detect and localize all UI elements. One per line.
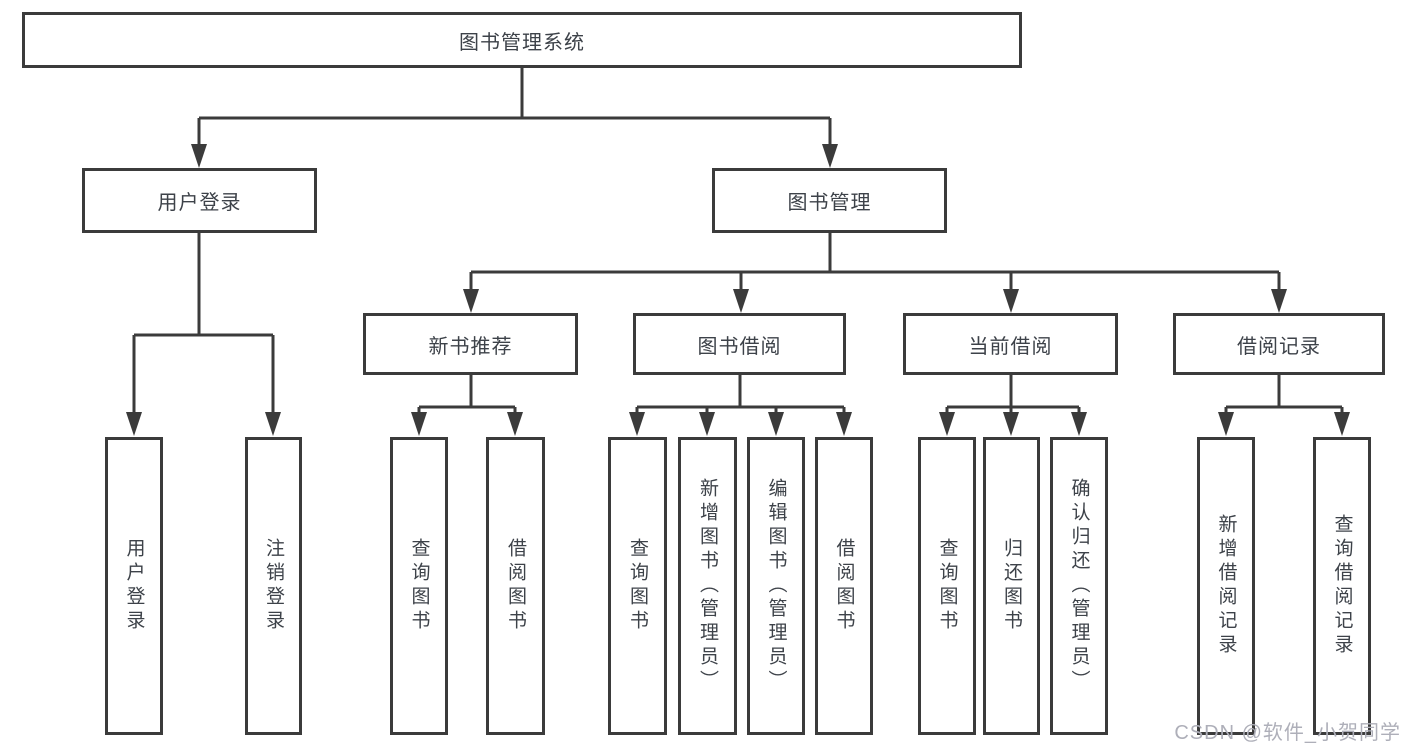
node-borrow-records: 借阅记录	[1173, 313, 1385, 375]
node-book-borrow: 图书借阅	[633, 313, 846, 375]
node-root-system: 图书管理系统	[22, 12, 1022, 68]
node-book-management: 图书管理	[712, 168, 947, 233]
leaf-confirm-return-admin: 确认归还（管理员）	[1050, 437, 1108, 735]
node-current-borrow: 当前借阅	[903, 313, 1118, 375]
leaf-add-borrow-record: 新增借阅记录	[1197, 437, 1255, 735]
csdn-watermark: CSDN @软件_小贺同学	[1174, 722, 1401, 744]
leaf-return-books: 归还图书	[983, 437, 1040, 735]
leaf-user-login: 用户登录	[105, 437, 163, 735]
node-user-login: 用户登录	[82, 168, 317, 233]
leaf-edit-books-admin: 编辑图书（管理员）	[747, 437, 805, 735]
leaf-query-books-newbooks: 查询图书	[390, 437, 448, 735]
leaf-add-books-admin: 新增图书（管理员）	[678, 437, 737, 735]
leaf-logout: 注销登录	[245, 437, 302, 735]
leaf-query-books-current: 查询图书	[918, 437, 976, 735]
leaf-borrow-books: 借阅图书	[815, 437, 873, 735]
leaf-query-borrow-record: 查询借阅记录	[1313, 437, 1371, 735]
leaf-borrow-books-newbooks: 借阅图书	[486, 437, 545, 735]
node-new-book-recommend: 新书推荐	[363, 313, 578, 375]
leaf-query-books-borrow: 查询图书	[608, 437, 667, 735]
